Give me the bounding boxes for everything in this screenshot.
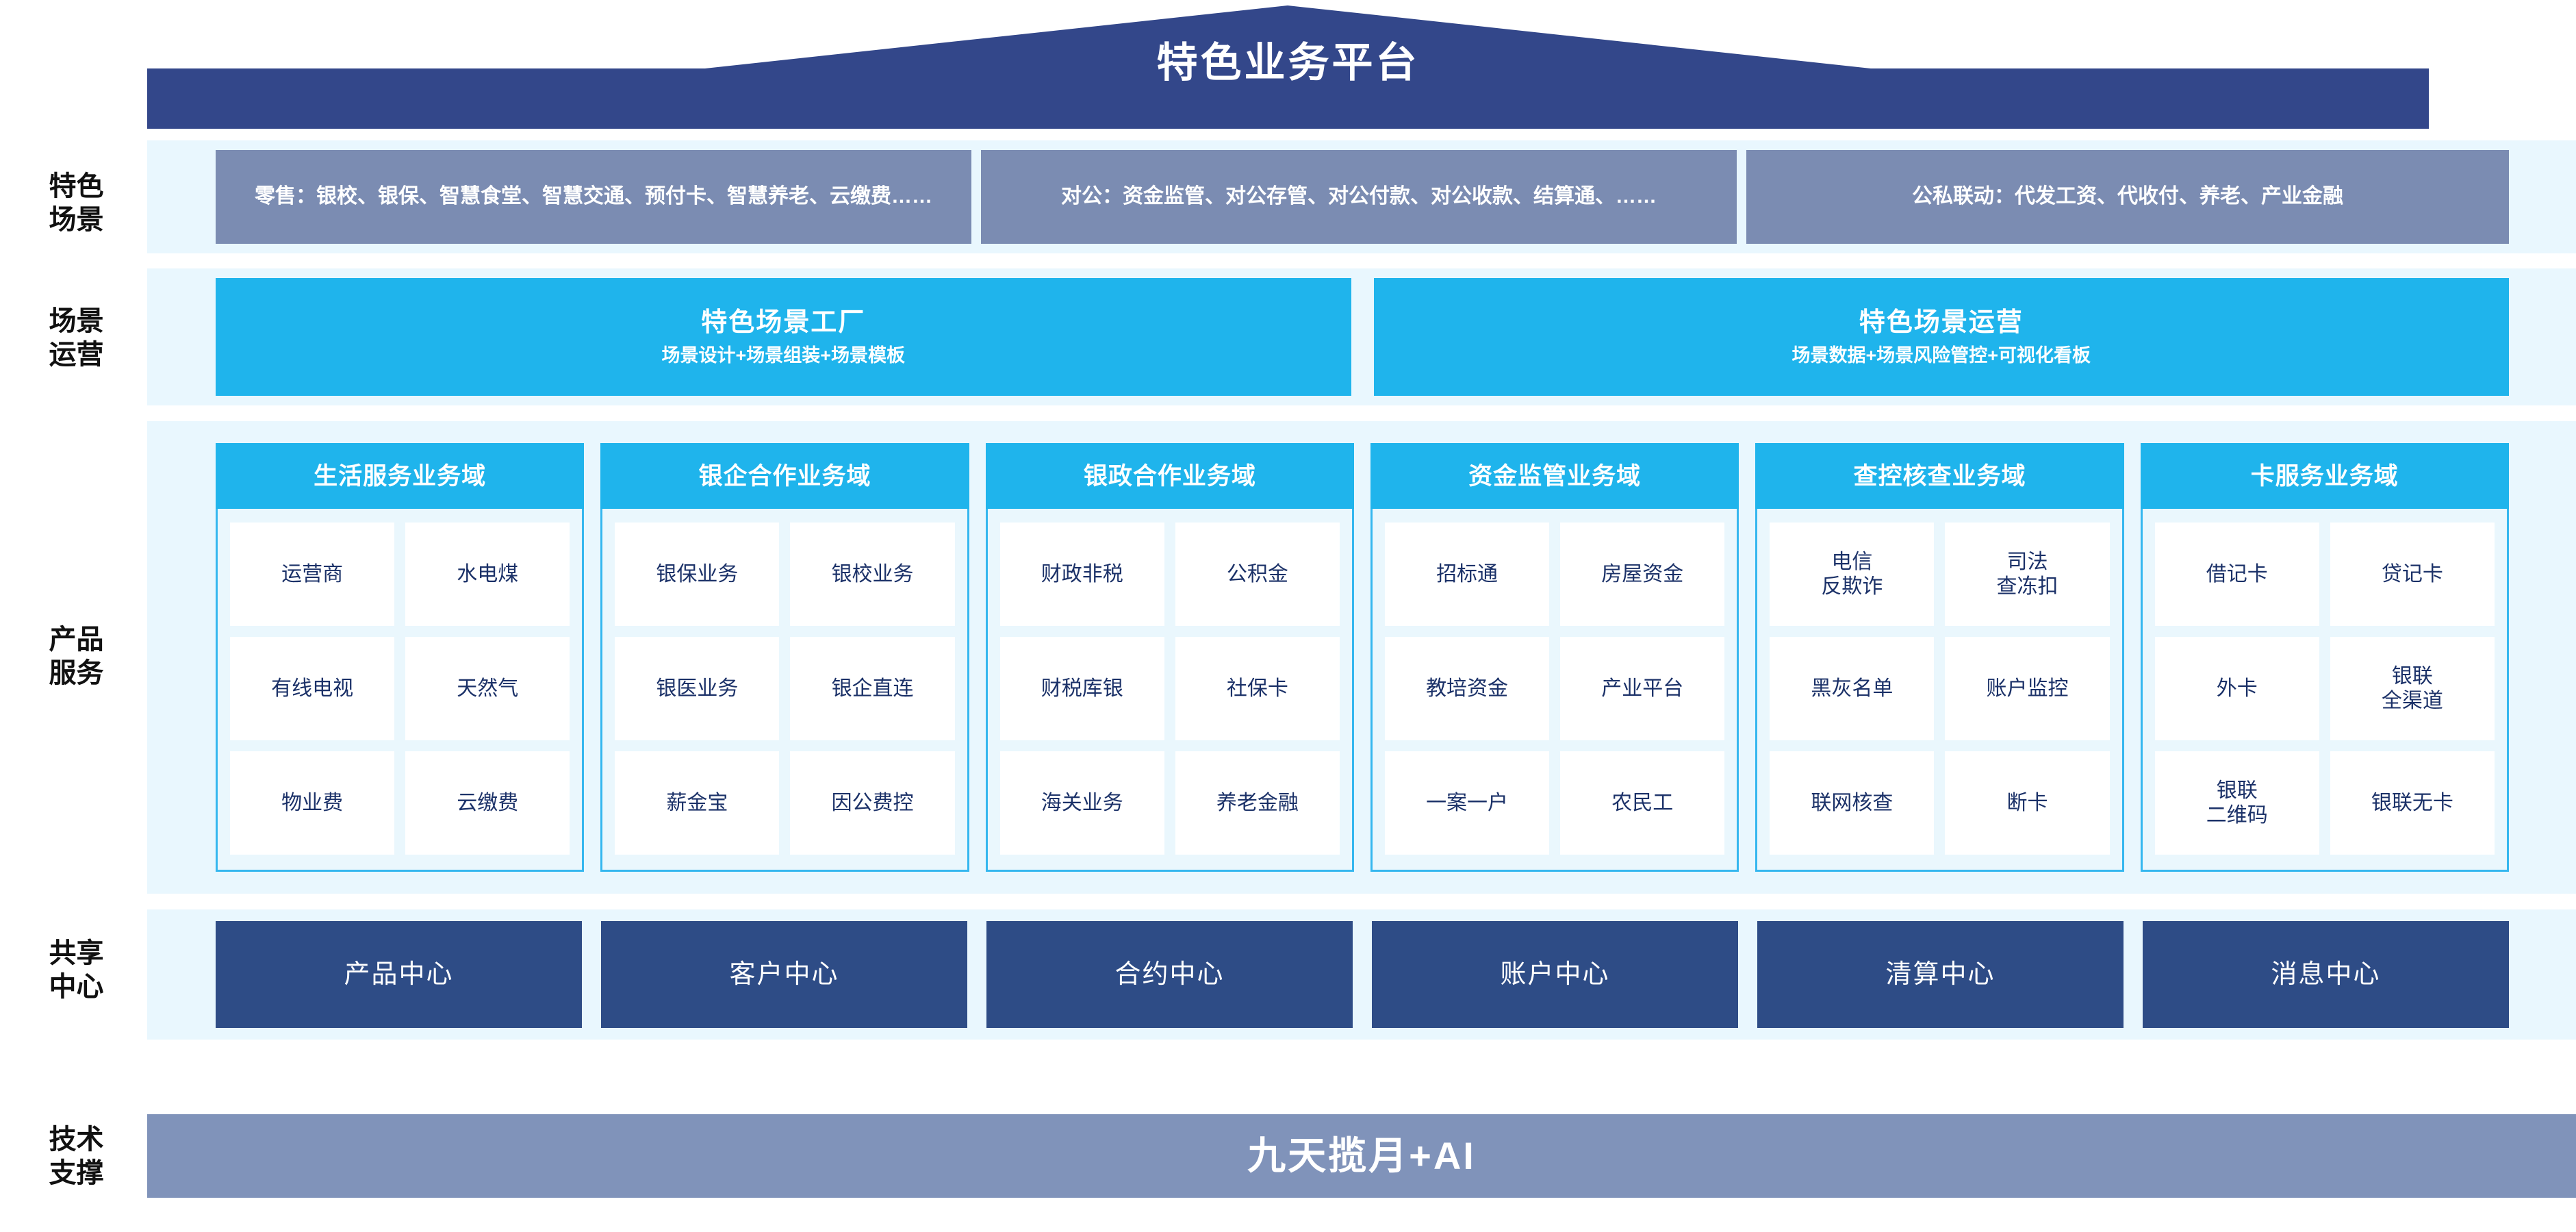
product-column-title: 卡服务业务域 bbox=[2140, 443, 2509, 509]
product-column-title: 资金监管业务域 bbox=[1370, 443, 1739, 509]
product-cell[interactable]: 养老金融 bbox=[1175, 751, 1340, 855]
product-column-bank-enterprise: 银企合作业务域 银保业务 银校业务 银医业务 银企直连 薪金宝 因公费控 bbox=[600, 443, 969, 872]
operation-factory-subtitle: 场景设计+场景组装+场景模板 bbox=[661, 344, 906, 366]
product-row: 生活服务业务域 运营商 水电煤 有线电视 天然气 物业费 云缴费 银企合作业务域… bbox=[216, 443, 2509, 872]
product-cell[interactable]: 房屋资金 bbox=[1560, 523, 1725, 626]
product-band: 生活服务业务域 运营商 水电煤 有线电视 天然气 物业费 云缴费 银企合作业务域… bbox=[147, 421, 2576, 894]
rail-label-tech: 技术 支撑 bbox=[16, 1123, 136, 1190]
operation-box-operation[interactable]: 特色场景运营 场景数据+场景风险管控+可视化看板 bbox=[1373, 278, 2509, 396]
product-column-title: 查控核查业务域 bbox=[1755, 443, 2124, 509]
rail-label-scenario: 特色 场景 bbox=[16, 170, 136, 237]
product-cell[interactable]: 借记卡 bbox=[2154, 523, 2319, 626]
center-box-customer[interactable]: 客户中心 bbox=[601, 921, 967, 1028]
rail-label-operation-text: 场景 运营 bbox=[49, 306, 104, 370]
product-column-title: 生活服务业务域 bbox=[216, 443, 585, 509]
center-box-clearing[interactable]: 清算中心 bbox=[1757, 921, 2124, 1028]
product-cell[interactable]: 银联 二维码 bbox=[2154, 751, 2319, 855]
product-cell[interactable]: 电信 反欺诈 bbox=[1770, 523, 1935, 626]
scenario-box-retail[interactable]: 零售：银校、银保、智慧食堂、智慧交通、预付卡、智慧养老、云缴费…… bbox=[216, 150, 971, 244]
rail-label-centers: 共享 中心 bbox=[16, 937, 136, 1004]
header-roof: 特色业务平台 bbox=[0, 0, 2576, 137]
product-cell[interactable]: 财税库银 bbox=[999, 637, 1164, 740]
product-column-card-service: 卡服务业务域 借记卡 贷记卡 外卡 银联 全渠道 银联 二维码 银联无卡 bbox=[2140, 443, 2509, 872]
product-cell[interactable]: 一案一户 bbox=[1384, 751, 1550, 855]
product-column-investigation: 查控核查业务域 电信 反欺诈 司法 查冻扣 黑灰名单 账户监控 联网核查 断卡 bbox=[1755, 443, 2124, 872]
product-column-bank-government: 银政合作业务域 财政非税 公积金 财税库银 社保卡 海关业务 养老金融 bbox=[985, 443, 1354, 872]
product-cell[interactable]: 天然气 bbox=[405, 637, 570, 740]
product-cell[interactable]: 断卡 bbox=[1945, 751, 2110, 855]
product-cell[interactable]: 银校业务 bbox=[790, 523, 955, 626]
product-cell-grid: 借记卡 贷记卡 外卡 银联 全渠道 银联 二维码 银联无卡 bbox=[2143, 509, 2507, 870]
page-title: 特色业务平台 bbox=[1156, 40, 1420, 86]
product-cell[interactable]: 农民工 bbox=[1560, 751, 1725, 855]
operation-operation-title: 特色场景运营 bbox=[1859, 307, 2024, 337]
operation-factory-title: 特色场景工厂 bbox=[701, 307, 866, 337]
center-band: 产品中心 客户中心 合约中心 账户中心 清算中心 消息中心 bbox=[147, 909, 2576, 1040]
product-cell[interactable]: 联网核查 bbox=[1770, 751, 1935, 855]
product-cell[interactable]: 银联无卡 bbox=[2330, 751, 2495, 855]
rail-label-tech-text: 技术 支撑 bbox=[49, 1124, 104, 1188]
product-cell[interactable]: 社保卡 bbox=[1175, 637, 1340, 740]
center-row: 产品中心 客户中心 合约中心 账户中心 清算中心 消息中心 bbox=[216, 921, 2509, 1028]
product-cell[interactable]: 银企直连 bbox=[790, 637, 955, 740]
rail-label-centers-text: 共享 中心 bbox=[49, 938, 104, 1002]
product-cell[interactable]: 教培资金 bbox=[1384, 637, 1550, 740]
product-cell[interactable]: 黑灰名单 bbox=[1770, 637, 1935, 740]
product-cell[interactable]: 产业平台 bbox=[1560, 637, 1725, 740]
tech-support-bar[interactable]: 九天揽月+AI bbox=[147, 1114, 2576, 1198]
operation-band: 特色场景工厂 场景设计+场景组装+场景模板 特色场景运营 场景数据+场景风险管控… bbox=[147, 268, 2576, 405]
roof-shape-icon bbox=[147, 5, 2429, 129]
product-cell[interactable]: 账户监控 bbox=[1945, 637, 2110, 740]
scenario-row: 零售：银校、银保、智慧食堂、智慧交通、预付卡、智慧养老、云缴费…… 对公：资金监… bbox=[216, 150, 2509, 244]
product-cell[interactable]: 司法 查冻扣 bbox=[1945, 523, 2110, 626]
rail-label-products: 产品 服务 bbox=[16, 623, 136, 690]
product-cell[interactable]: 银医业务 bbox=[615, 637, 780, 740]
product-cell[interactable]: 招标通 bbox=[1384, 523, 1550, 626]
product-cell[interactable]: 有线电视 bbox=[230, 637, 395, 740]
rail-label-scenario-text: 特色 场景 bbox=[49, 171, 104, 235]
product-column-title: 银企合作业务域 bbox=[600, 443, 969, 509]
center-box-product[interactable]: 产品中心 bbox=[216, 921, 582, 1028]
product-cell-grid: 电信 反欺诈 司法 查冻扣 黑灰名单 账户监控 联网核查 断卡 bbox=[1757, 509, 2121, 870]
product-cell[interactable]: 水电煤 bbox=[405, 523, 570, 626]
product-column-fund-supervision: 资金监管业务域 招标通 房屋资金 教培资金 产业平台 一案一户 农民工 bbox=[1370, 443, 1739, 872]
product-cell[interactable]: 薪金宝 bbox=[615, 751, 780, 855]
product-cell[interactable]: 运营商 bbox=[230, 523, 395, 626]
product-cell-grid: 招标通 房屋资金 教培资金 产业平台 一案一户 农民工 bbox=[1373, 509, 1737, 870]
scenario-box-linkage[interactable]: 公私联动：代发工资、代收付、养老、产业金融 bbox=[1746, 150, 2509, 244]
product-cell[interactable]: 外卡 bbox=[2154, 637, 2319, 740]
operation-box-factory[interactable]: 特色场景工厂 场景设计+场景组装+场景模板 bbox=[216, 278, 1351, 396]
product-cell[interactable]: 公积金 bbox=[1175, 523, 1340, 626]
product-cell[interactable]: 云缴费 bbox=[405, 751, 570, 855]
rail-label-products-text: 产品 服务 bbox=[49, 625, 104, 688]
product-cell[interactable]: 物业费 bbox=[230, 751, 395, 855]
product-cell[interactable]: 因公费控 bbox=[790, 751, 955, 855]
operation-row: 特色场景工厂 场景设计+场景组装+场景模板 特色场景运营 场景数据+场景风险管控… bbox=[216, 278, 2509, 396]
product-cell-grid: 财政非税 公积金 财税库银 社保卡 海关业务 养老金融 bbox=[988, 509, 1352, 870]
center-box-contract[interactable]: 合约中心 bbox=[986, 921, 1353, 1028]
center-box-account[interactable]: 账户中心 bbox=[1372, 921, 1738, 1028]
operation-operation-subtitle: 场景数据+场景风险管控+可视化看板 bbox=[1791, 344, 2091, 366]
product-cell[interactable]: 贷记卡 bbox=[2330, 523, 2495, 626]
product-cell-grid: 银保业务 银校业务 银医业务 银企直连 薪金宝 因公费控 bbox=[602, 509, 967, 870]
product-cell[interactable]: 银联 全渠道 bbox=[2330, 637, 2495, 740]
center-box-message[interactable]: 消息中心 bbox=[2143, 921, 2509, 1028]
scenario-box-corporate[interactable]: 对公：资金监管、对公存管、对公付款、对公收款、结算通、…… bbox=[981, 150, 1737, 244]
product-cell[interactable]: 银保业务 bbox=[615, 523, 780, 626]
product-cell[interactable]: 财政非税 bbox=[999, 523, 1164, 626]
rail-label-operation: 场景 运营 bbox=[16, 305, 136, 372]
product-cell[interactable]: 海关业务 bbox=[999, 751, 1164, 855]
product-column-title: 银政合作业务域 bbox=[985, 443, 1354, 509]
product-cell-grid: 运营商 水电煤 有线电视 天然气 物业费 云缴费 bbox=[218, 509, 582, 870]
scenario-band: 零售：银校、银保、智慧食堂、智慧交通、预付卡、智慧养老、云缴费…… 对公：资金监… bbox=[147, 140, 2576, 253]
product-column-life-service: 生活服务业务域 运营商 水电煤 有线电视 天然气 物业费 云缴费 bbox=[216, 443, 585, 872]
